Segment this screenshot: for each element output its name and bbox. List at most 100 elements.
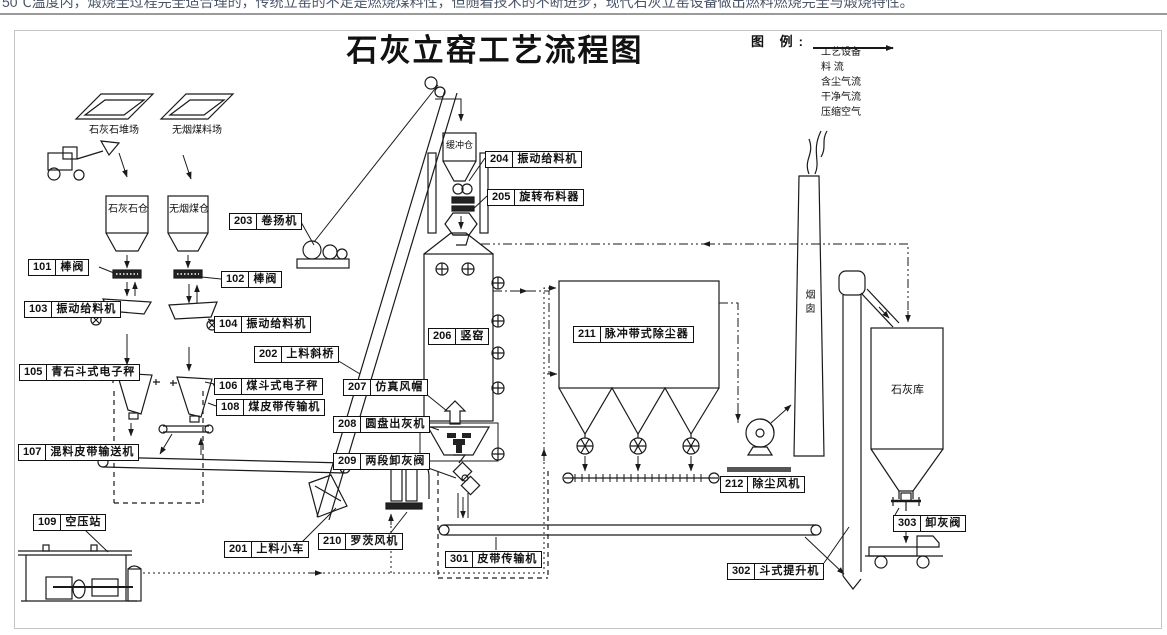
diagram-text: 缓冲仓 [446, 140, 474, 150]
legend: 工艺设备料 流含尘气流干净气流压缩空气 [811, 43, 894, 118]
legend-title: 图 例: [751, 34, 809, 49]
clean-gas-lines [481, 243, 909, 322]
equipment-label-text: 上料小车 [256, 543, 305, 555]
equipment-label-text: 棒阀 [60, 261, 85, 273]
equipment-label-text: 两段卸灰阀 [365, 455, 426, 467]
legend-line-sample [813, 45, 894, 51]
equipment-label-number: 202 [255, 347, 283, 362]
inclined-bridge-and-winch [296, 76, 458, 521]
legend-item: 压缩空气 [811, 45, 894, 118]
equipment-label-number: 203 [230, 214, 258, 229]
legend-item-label: 工艺设备 [821, 47, 861, 58]
diagram-text: 石灰库 [891, 384, 924, 396]
dust-collector [558, 280, 720, 484]
equipment-label-text: 青石斗式电子秤 [51, 366, 136, 378]
equipment-label-text: 煤斗式电子秤 [246, 380, 319, 392]
label-leader-lines [84, 157, 900, 564]
legend-item-label: 压缩空气 [821, 107, 861, 118]
compressed-air-arrows [310, 285, 557, 576]
equipment-label-number: 206 [429, 329, 457, 344]
equipment-label-number: 101 [29, 260, 57, 275]
kiln-tuyere-icons [435, 262, 505, 461]
equipment-label-number: 303 [894, 516, 922, 531]
equipment-label-number: 209 [334, 454, 362, 469]
equipment-label-text: 罗茨风机 [350, 535, 399, 547]
equipment-label-number: 108 [217, 400, 245, 415]
rotary-valve-icons [576, 437, 700, 455]
equipment-label-text: 竖窑 [460, 330, 485, 342]
equipment-label-text: 脉冲带式除尘器 [604, 328, 689, 340]
raw-material-silos [105, 195, 209, 279]
legend-item-label: 含尘气流 [821, 77, 861, 88]
equipment-label-number: 205 [488, 190, 516, 205]
legend-item-label: 干净气流 [821, 92, 861, 103]
equipment-label-text: 旋转布料器 [519, 191, 580, 203]
diagram-text: 石灰石仓 [108, 204, 148, 215]
equipment-label-text: 除尘风机 [752, 478, 801, 490]
roots-blower-icon [385, 462, 430, 510]
diagram-text: 石灰石堆场 [89, 125, 139, 136]
air-compressor-station [18, 544, 142, 602]
clipped-paragraph-text: 50℃温度内，煅烧全过程完全适合理的，传统立窑的不足是燃烧煤料性，但随着技术的不… [2, 0, 914, 10]
equipment-label-number: 103 [25, 302, 53, 317]
equipment-label-text: 振动给料机 [246, 318, 307, 330]
equipment-label-number: 210 [319, 534, 347, 549]
top-divider [0, 13, 1167, 15]
equipment-label-text: 混料皮带输送机 [50, 446, 135, 458]
equipment-label-text: 振动给料机 [56, 303, 117, 315]
kiln-assembly [419, 132, 549, 579]
weigh-hoppers [110, 372, 220, 504]
stockyard-shapes [74, 93, 235, 120]
equipment-label-text: 仿真风帽 [375, 381, 424, 393]
disc-ash-discharger-icon [447, 433, 471, 453]
lime-silo [870, 327, 944, 511]
equipment-label-number: 302 [728, 564, 756, 579]
truck-icon [865, 535, 943, 569]
dusty-gas-lines [493, 290, 739, 423]
equipment-label-number: 104 [215, 317, 243, 332]
equipment-label-number: 207 [344, 380, 372, 395]
diagram-drawing [18, 76, 944, 602]
clean-gas-arrows [702, 241, 911, 323]
diagram-text: 无烟煤料场 [172, 125, 222, 136]
equipment-label-number: 204 [486, 152, 514, 167]
equipment-label-text: 上料斜桥 [286, 348, 335, 360]
equipment-label-number: 212 [721, 477, 749, 492]
equipment-label-number: 301 [446, 552, 474, 567]
equipment-label-text: 棒阀 [253, 273, 278, 285]
equipment-label-text: 振动给料机 [517, 153, 578, 165]
belt-conveyor-301 [438, 524, 822, 536]
equipment-label-number: 201 [225, 542, 253, 557]
equipment-label-number: 109 [34, 515, 62, 530]
chimney [793, 130, 828, 457]
equipment-label-text: 卸灰阀 [925, 517, 962, 529]
equipment-label-number: 208 [334, 417, 362, 432]
equipment-label-number: 105 [20, 365, 48, 380]
bucket-elevator [838, 270, 900, 590]
equipment-label-text: 空压站 [65, 516, 102, 528]
equipment-label-number: 106 [215, 379, 243, 394]
process-flow-diagram-panel: 石灰立窑工艺流程图 图 例: 工艺设备料 流含尘气流干净气流压缩空气 [14, 30, 1162, 629]
equipment-label-number: 107 [19, 445, 47, 460]
dust-fan-icon [727, 418, 791, 472]
material-flow-arrows [118, 98, 909, 575]
